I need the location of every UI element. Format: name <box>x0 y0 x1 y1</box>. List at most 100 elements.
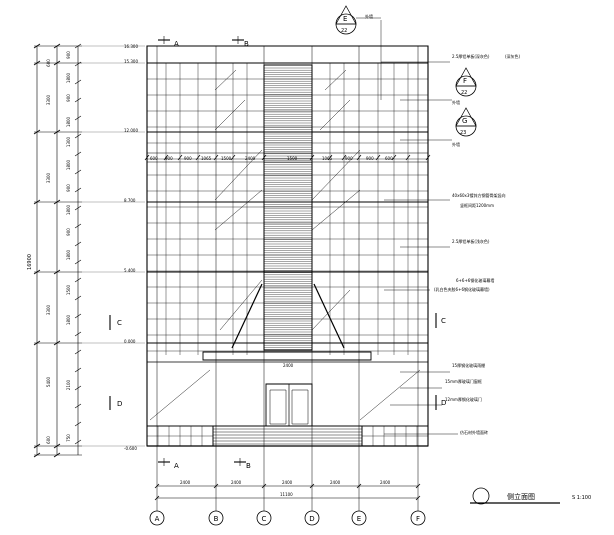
drawing-scale: S 1:100 <box>572 495 591 501</box>
annotation: 15厚钢化玻璃雨棚 <box>452 362 485 368</box>
segment-dim: 600 <box>46 59 51 67</box>
strip-dim: 600 <box>150 156 158 161</box>
axis-label: C <box>262 515 267 523</box>
level-label: 16.300 <box>124 44 138 49</box>
axis-label: D <box>309 515 314 523</box>
axis-label: F <box>416 515 420 523</box>
annotation: 6+6+6钢化玻璃幕墙 <box>456 277 494 283</box>
total-width-dim: 11100 <box>280 492 293 497</box>
axis-c: C <box>256 510 272 526</box>
inner-segment-dim: 1800 <box>66 116 71 127</box>
level-label: -0.600 <box>124 446 137 451</box>
inner-segment-dim: 900 <box>66 228 71 236</box>
section-mark-c-right: C <box>441 317 446 325</box>
segment-dim: 3300 <box>46 304 51 315</box>
horizontal-dimension-strip: 600 900 900 1065 1500 2400 1500 1065 900 900 600 <box>150 156 393 161</box>
axis-e: E <box>351 510 367 526</box>
inner-segment-dim: 2100 <box>66 379 71 390</box>
strip-dim: 1065 <box>322 156 333 161</box>
annotation: 仿石材外墙面砖 <box>460 429 488 435</box>
detail-callout-g: G 23 外墙 <box>452 107 477 147</box>
inner-segment-dim: 1800 <box>66 314 71 325</box>
annotation: 竖框间距1200mm <box>460 202 494 208</box>
strip-dim: 900 <box>184 156 192 161</box>
strip-dim: 900 <box>165 156 173 161</box>
annotation: 2.5厚铝单板(深灰色) <box>452 53 490 59</box>
section-markers: A B A B C D C D <box>117 40 446 470</box>
segment-dim: 3300 <box>46 94 51 105</box>
span-dim: 2400 <box>380 480 391 485</box>
inner-segment-dim: 1300 <box>66 136 71 147</box>
section-mark-d-right: D <box>441 399 446 407</box>
level-label: 15.300 <box>124 59 138 64</box>
level-labels: 16.300 15.300 12.000 8.700 5.400 0.000 -… <box>124 44 138 451</box>
inner-segment-dim: 900 <box>66 94 71 102</box>
callout-label: 外墙 <box>452 99 460 105</box>
inner-segment-dim: 1800 <box>66 72 71 83</box>
drawing-title-block: 侧立面图 S 1:100 <box>470 487 591 505</box>
left-dimension-chain: 16900 600 3300 3300 3300 5400 600 900 180… <box>27 51 71 444</box>
level-label: 12.000 <box>124 128 138 133</box>
section-mark-d-left: D <box>117 400 122 408</box>
callout-label: 外墙 <box>365 13 373 19</box>
callout-label: 外墙 <box>452 141 460 147</box>
inner-segment-dim: 900 <box>66 184 71 192</box>
annotation: (乳白色夹胶6+6钢化玻璃幕墙) <box>434 286 490 292</box>
annotation: 15mm厚玻璃门窗框 <box>445 378 482 384</box>
material-annotations: 2.5厚铝单板(深灰色) (深灰色) 40x60x3镀锌方钢管骨架竖向 竖框间距… <box>434 53 521 435</box>
strip-dim: 1500 <box>287 156 298 161</box>
section-mark-b-bottom: B <box>246 462 251 470</box>
axis-label: A <box>155 515 160 523</box>
span-dim: 2400 <box>180 480 191 485</box>
segment-dim: 600 <box>46 436 51 444</box>
span-dim: 2400 <box>282 480 293 485</box>
section-mark-a-bottom: A <box>174 462 179 470</box>
strip-dim: 1065 <box>201 156 212 161</box>
segment-dim: 5400 <box>46 376 51 387</box>
annotation: 12mm厚钢化玻璃门 <box>445 396 482 402</box>
inner-segment-dim: 900 <box>66 51 71 59</box>
axis-f: F <box>410 510 426 526</box>
section-mark-b-top: B <box>244 40 249 48</box>
axis-d: D <box>304 510 320 526</box>
callout-id: E <box>343 15 347 23</box>
callout-sheet: 22 <box>341 28 347 34</box>
strip-dim: 900 <box>366 156 374 161</box>
level-label: 0.000 <box>124 339 136 344</box>
span-dim: 2400 <box>330 480 341 485</box>
inner-segment-dim: 1800 <box>66 204 71 215</box>
level-label: 8.700 <box>124 198 136 203</box>
callout-sheet: 23 <box>460 130 466 136</box>
level-label: 5.400 <box>124 268 136 273</box>
segment-dim: 3300 <box>46 172 51 183</box>
axis-label: E <box>357 515 361 523</box>
inner-segment-dim: 750 <box>66 434 71 442</box>
annotation: (深灰色) <box>505 53 521 59</box>
callout-sheet: 22 <box>461 90 467 96</box>
annotation: 40x60x3镀锌方钢管骨架竖向 <box>452 192 505 198</box>
strip-dim: 1500 <box>221 156 232 161</box>
annotation: 2.5厚铝单板(浅灰色) <box>452 238 490 244</box>
callout-id: F <box>463 77 467 85</box>
strip-dim: 900 <box>345 156 353 161</box>
axis-a: A <box>149 510 165 526</box>
overall-height-dim: 16900 <box>27 254 33 270</box>
axis-b: B <box>208 510 224 526</box>
section-mark-c-left: C <box>117 319 122 327</box>
axis-label: B <box>214 515 219 523</box>
inner-segment-dim: 1500 <box>66 284 71 295</box>
bottom-dimension-chain: 2400 2400 2400 2400 2400 11100 <box>180 480 391 497</box>
inner-segment-dim: 1800 <box>66 249 71 260</box>
entrance-width-dim: 2400 <box>283 363 294 368</box>
inner-segment-dim: 1800 <box>66 159 71 170</box>
span-dim: 2400 <box>231 480 242 485</box>
drawing-title: 侧立面图 <box>507 492 535 501</box>
strip-dim: 2400 <box>245 156 256 161</box>
callout-id: G <box>462 117 467 125</box>
detail-callout-f: F 22 外墙 <box>452 67 477 105</box>
section-mark-a-top: A <box>174 40 179 48</box>
strip-dim: 600 <box>385 156 393 161</box>
detail-callout-e: E 22 外墙 <box>335 5 373 35</box>
axis-bubbles: A B C D E F <box>149 510 426 526</box>
